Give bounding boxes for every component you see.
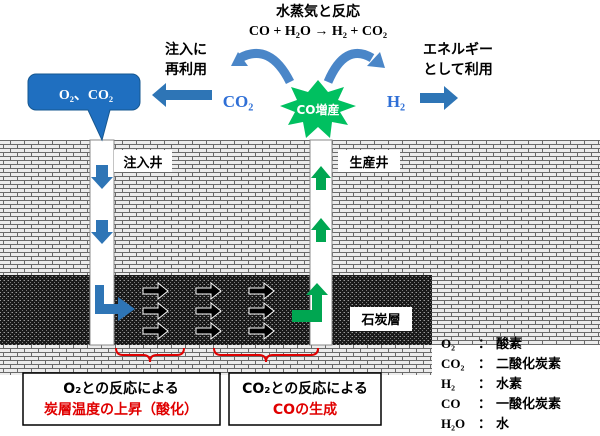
legend-sep: ： [478, 397, 491, 412]
flow-arrows [142, 281, 275, 341]
co-generation-caption-line1: CO₂との反応による [242, 380, 368, 397]
reinject-line2: 再利用 [165, 61, 207, 78]
flow-arrow-icon [248, 321, 275, 341]
down-arrow-icon [91, 220, 113, 244]
curved-arrow-left-icon [237, 49, 295, 85]
left-brace [115, 347, 185, 363]
h2-label: H₂ [387, 92, 405, 111]
legend-name: 水 [496, 416, 510, 432]
left-arrow-icon [152, 83, 212, 107]
legend-sep: ： [478, 417, 491, 432]
up-arrow-icon [311, 166, 331, 190]
energy-line1: エネルギー [423, 41, 493, 58]
legend-sep: ： [478, 357, 491, 372]
co-generation-caption-line2: COの生成 [273, 401, 337, 418]
oxidation-caption-line2: 炭層温度の上昇（酸化） [44, 401, 198, 418]
legend-formula: CO [441, 396, 461, 411]
reaction-equation: CO + H₂O → H₂ + CO₂ [249, 24, 387, 39]
legend-sep: ： [478, 377, 491, 392]
injection-well-label: 注入井 [123, 155, 162, 171]
reinject-line1: 注入に [165, 41, 207, 58]
turn-up-arrow-icon [292, 283, 328, 322]
down-arrow-icon [91, 165, 113, 189]
coal-seam-label: 石炭層 [360, 312, 400, 328]
flow-arrow-icon [195, 301, 222, 321]
flow-arrow-icon [248, 301, 275, 321]
legend-formula: O₂ [441, 336, 455, 351]
injection-well: 注入井 [89, 139, 172, 346]
lower-rock-layer [0, 345, 432, 375]
injection-callout: O₂、CO₂ [27, 73, 141, 142]
turn-right-arrow-icon [95, 285, 135, 321]
co-burst-label: CO増産 [296, 102, 339, 117]
energy-line2: として利用 [423, 61, 493, 78]
legend-sep: ： [478, 337, 491, 352]
legend-name: 酸素 [496, 336, 522, 352]
flow-arrow-icon [142, 321, 169, 341]
legend-name: 二酸化炭素 [496, 356, 561, 372]
oxidation-caption-line1: O₂との反応による [63, 380, 178, 397]
reaction-title: 水蒸気と反応 [276, 3, 360, 20]
up-arrow-icon [311, 218, 331, 242]
right-brace [213, 347, 319, 363]
flow-arrow-icon [248, 281, 275, 301]
coal-seam-label-box [350, 307, 412, 331]
production-well-label: 生産井 [349, 155, 388, 171]
flow-arrow-icon [142, 281, 169, 301]
right-arrow-icon [420, 86, 458, 110]
oxidation-caption: O₂との反応による 炭層温度の上昇（酸化） [22, 372, 221, 426]
legend-formula: H₂ [441, 376, 455, 391]
legend-formula: CO₂ [441, 356, 465, 371]
legend-name: 水素 [496, 376, 522, 392]
co-generation-caption: CO₂との反応による COの生成 [228, 372, 382, 426]
flow-arrow-icon [195, 281, 222, 301]
co2-label: CO₂ [223, 92, 254, 111]
legend-name: 一酸化炭素 [496, 396, 561, 412]
co-burst: CO増産 [280, 80, 356, 138]
injection-callout-text: O₂、CO₂ [59, 88, 113, 103]
flow-arrow-icon [195, 321, 222, 341]
flow-arrow-icon [142, 301, 169, 321]
curved-arrow-right-icon [323, 49, 375, 84]
legend: O₂ ： 酸素 CO₂ ： 二酸化炭素 H₂ ： 水素 CO ： 一酸化炭素 H… [441, 336, 561, 432]
production-well: 生産井 [292, 139, 400, 346]
legend-formula: H₂O [441, 416, 465, 431]
rock-right-of-seam [432, 275, 600, 345]
